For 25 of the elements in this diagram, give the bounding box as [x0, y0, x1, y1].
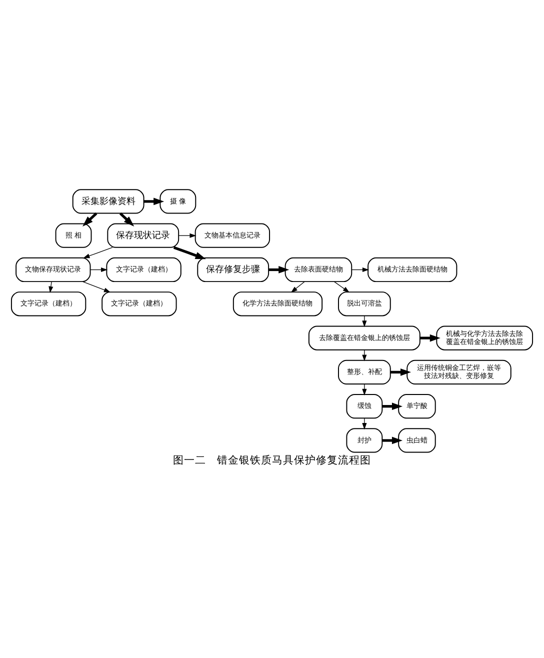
arrow — [90, 266, 108, 272]
arrow — [119, 212, 134, 226]
arrow — [420, 334, 440, 342]
arrow — [382, 436, 402, 444]
arrow — [144, 197, 164, 205]
node-box: 保存现状记录 — [107, 222, 180, 248]
arrow — [382, 402, 402, 410]
arrow — [362, 417, 367, 430]
caption: 图一二 错金银铁质马具保护修复流程图 — [173, 454, 371, 466]
arrow — [83, 246, 113, 258]
arrow — [390, 368, 412, 376]
arrow — [48, 280, 54, 292]
arrow — [290, 280, 305, 292]
node-box: 采集影像资料 — [72, 188, 144, 214]
node-box: 保存修复步骤 — [197, 256, 270, 282]
arrow — [82, 280, 111, 292]
arrow — [351, 266, 370, 272]
arrow — [362, 349, 367, 361]
arrow — [178, 232, 196, 238]
arrow — [362, 383, 367, 395]
arrow — [82, 212, 98, 226]
arrow — [268, 266, 290, 273]
arrow — [362, 315, 367, 327]
arrow — [173, 246, 206, 259]
arrow — [334, 280, 350, 292]
